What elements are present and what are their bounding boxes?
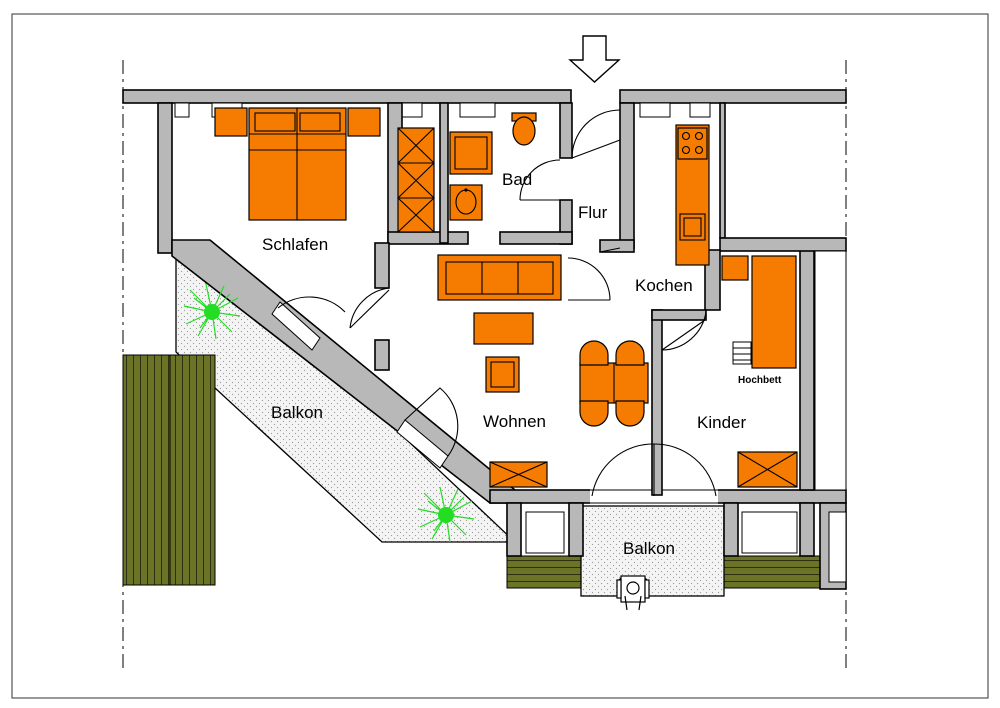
deck-south-left: [506, 555, 582, 589]
label-bad: Bad: [502, 170, 532, 189]
label-balkon-south: Balkon: [623, 539, 675, 558]
label-hochbett: Hochbett: [738, 375, 782, 386]
page-frame: [11, 13, 989, 699]
person-chair-icon: [616, 575, 650, 611]
walls: [122, 89, 847, 590]
label-kochen: Kochen: [635, 276, 693, 295]
label-flur: Flur: [578, 203, 608, 222]
furniture: [214, 107, 798, 488]
deck-west-rail: [169, 354, 216, 586]
entrance-arrow-icon: [568, 35, 621, 83]
label-wohnen: Wohnen: [483, 412, 546, 431]
plant-icon: [183, 283, 241, 340]
plant-icon: [417, 486, 475, 543]
doors: [277, 109, 717, 497]
label-balkon-west: Balkon: [271, 403, 323, 422]
label-kinder: Kinder: [697, 413, 746, 432]
deck-south-right: [723, 555, 827, 589]
label-schlafen: Schlafen: [262, 235, 328, 254]
balkon-south-floor: [580, 505, 725, 597]
